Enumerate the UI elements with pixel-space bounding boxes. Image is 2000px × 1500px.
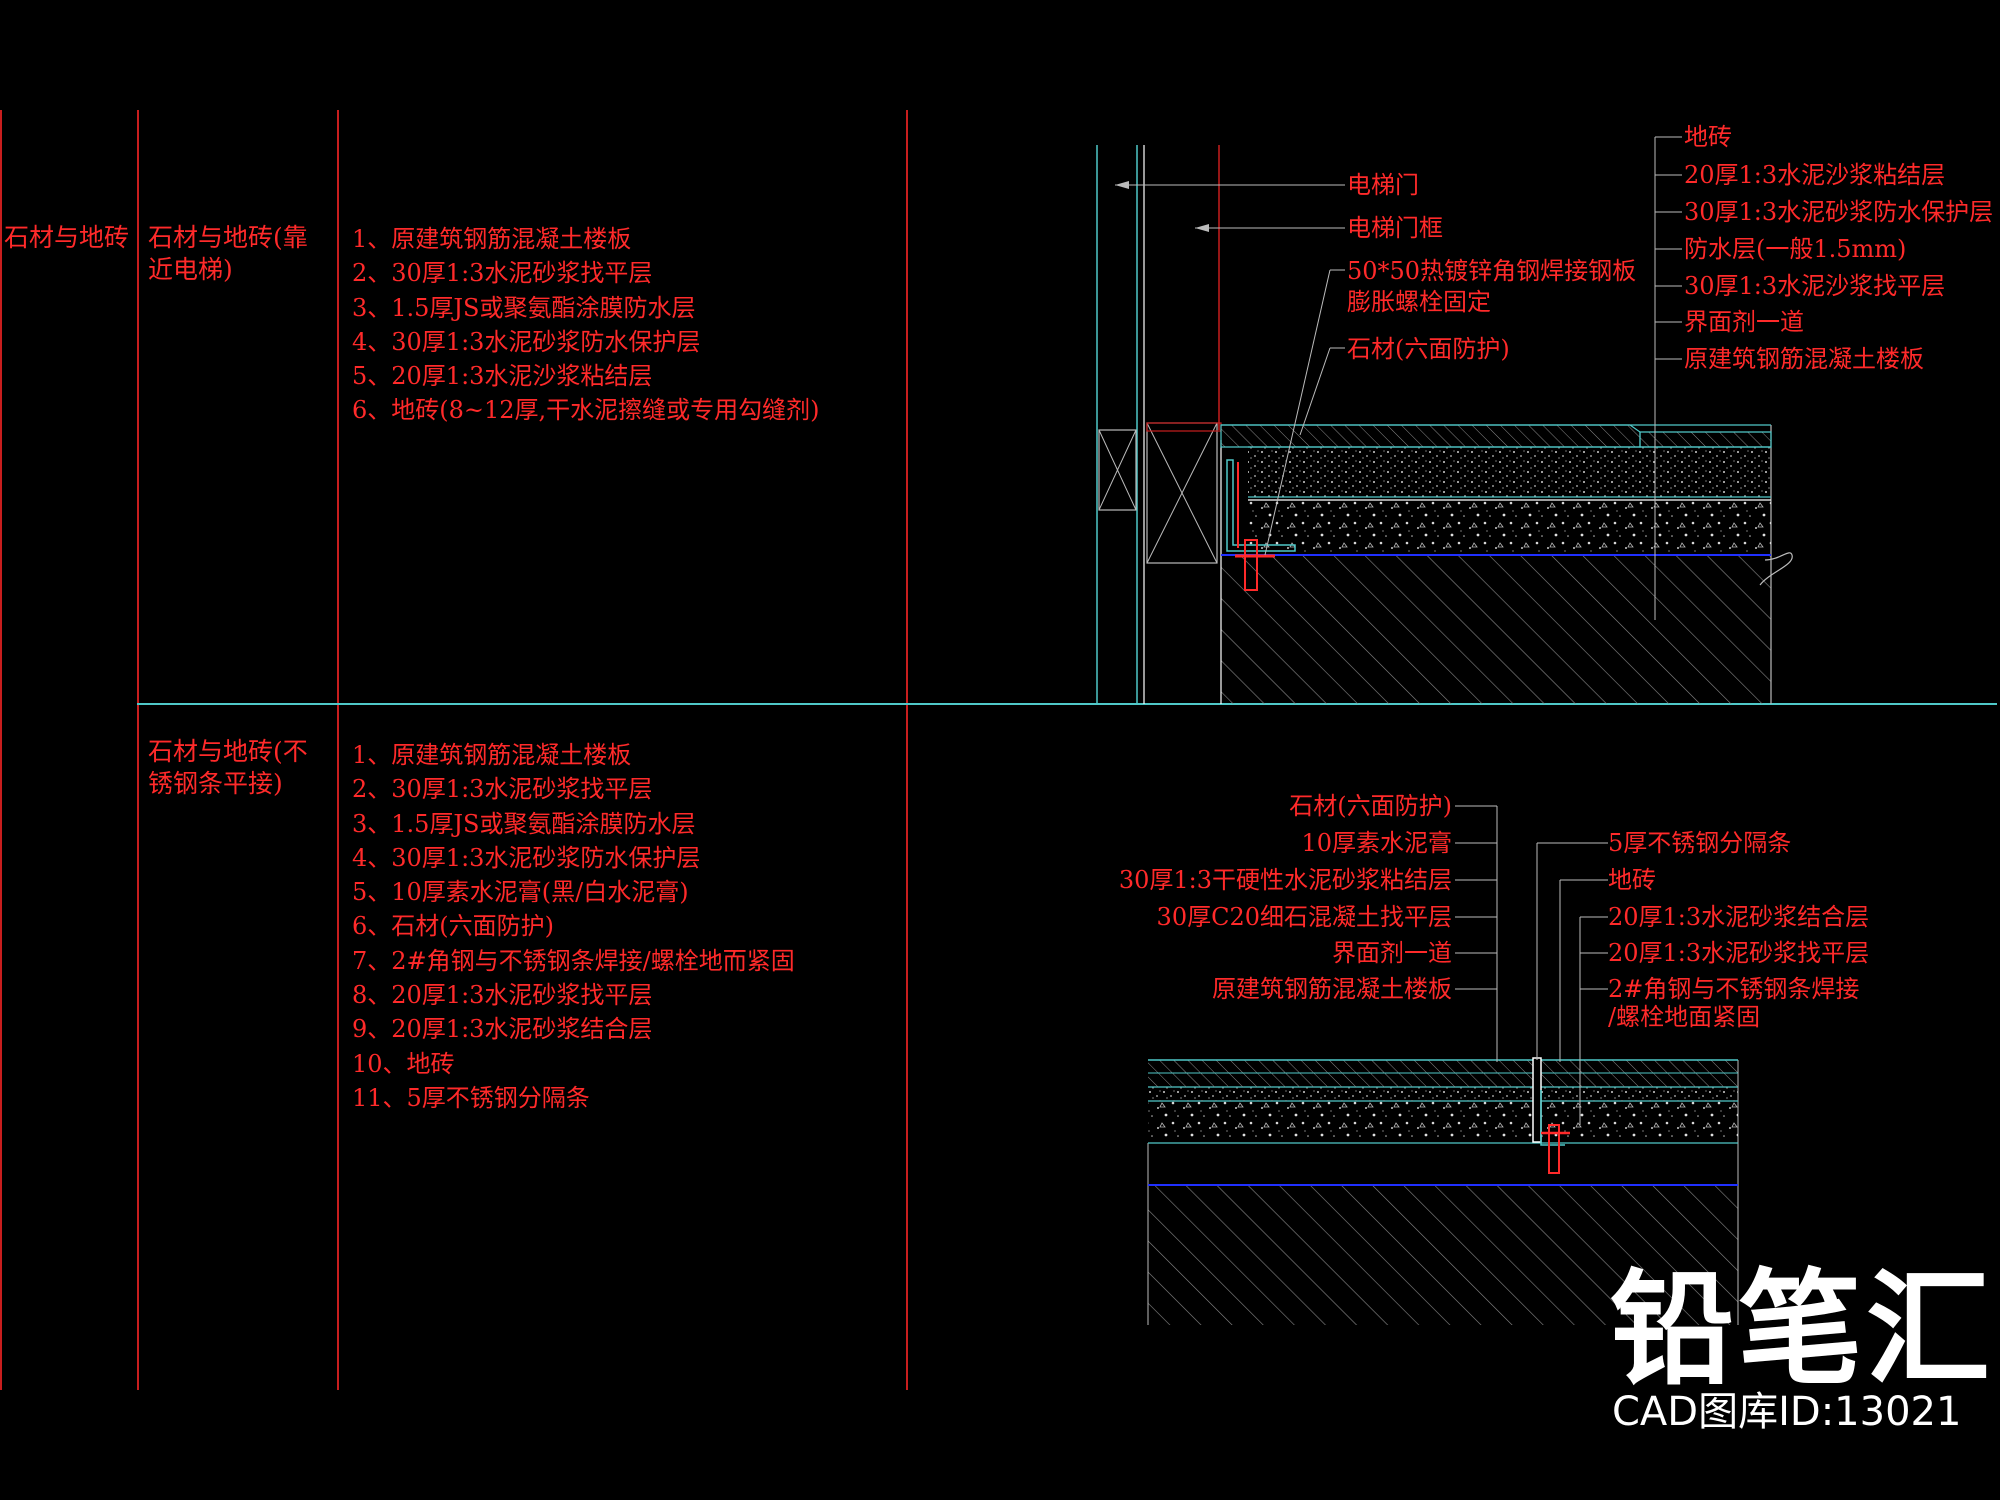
layer-label: 地砖 (1684, 123, 1732, 151)
row2-spec-list: 1、原建筑钢筋混凝土楼板 2、30厚1:3水泥砂浆找平层 3、1.5厚JS或聚氨… (352, 738, 795, 1115)
mortar-layer (1248, 500, 1771, 553)
label-angle-steel: 50*50热镀锌角钢焊接钢板 (1347, 257, 1637, 285)
stone-top (1220, 424, 1641, 448)
table-divider-col2 (337, 110, 339, 1390)
spec-item: 1、原建筑钢筋混凝土楼板 (352, 741, 632, 769)
layer-label: 界面剂一道 (1684, 308, 1804, 336)
label-elevator-door: 电梯门 (1347, 171, 1419, 199)
detail2-drawing (1147, 805, 1739, 1325)
layer-label: 5厚不锈钢分隔条 (1608, 829, 1792, 857)
mortar-layer (1148, 1101, 1738, 1141)
layer-label: 防水层(一般1.5mm) (1684, 235, 1907, 263)
stainless-strip (1532, 1057, 1542, 1143)
angle-steel (1226, 459, 1296, 552)
layer-label: /螺栓地面紧固 (1608, 1003, 1761, 1031)
door-block-cross (1098, 429, 1137, 511)
spec-item: 9、20厚1:3水泥砂浆结合层 (352, 1015, 653, 1044)
layer-label: 30厚1:3干硬性水泥砂浆粘结层 (1118, 866, 1452, 894)
floor-slab (1221, 556, 1771, 704)
expansion-bolt (1244, 539, 1258, 591)
row1-spec-list: 1、原建筑钢筋混凝土楼板 2、30厚1:3水泥砂浆找平层 3、1.5厚JS或聚氨… (352, 222, 820, 428)
tile-top (1639, 431, 1772, 448)
spec-item: 8、20厚1:3水泥砂浆找平层 (352, 981, 653, 1010)
leader-line (1264, 269, 1331, 556)
layer-label: 原建筑钢筋混凝土楼板 (1212, 975, 1452, 1003)
spec-item: 7、2#角钢与不锈钢条焊接/螺栓地而紧固 (352, 946, 795, 975)
expansion-bolt (1548, 1124, 1560, 1174)
bond-layer (1248, 447, 1771, 497)
detail1-drawing (1096, 136, 1793, 704)
spec-item: 1、原建筑钢筋混凝土楼板 (352, 225, 632, 253)
leader-line (1299, 347, 1331, 436)
table-divider-col3 (906, 110, 908, 1390)
label-elevator-frame: 电梯门框 (1347, 214, 1443, 242)
spec-item: 10、地砖 (352, 1049, 455, 1078)
layer-label: 石材(六面防护) (1289, 792, 1452, 820)
layer-label: 10厚素水泥膏 (1301, 829, 1452, 857)
layer-label: 原建筑钢筋混凝土楼板 (1684, 345, 1924, 373)
table-divider-col1 (137, 110, 139, 1390)
frame-top (1146, 422, 1222, 432)
floor-slab (1148, 1185, 1738, 1325)
layer-label: 20厚1:3水泥砂浆结合层 (1608, 903, 1870, 931)
spec-item: 4、30厚1:3水泥砂浆防水保护层 (352, 327, 701, 356)
layer-label: 20厚1:3水泥沙浆粘结层 (1684, 161, 1946, 189)
logo-id: CAD图库ID:13021 (1612, 1389, 1962, 1435)
logo-name: 铅笔汇 (1610, 1258, 1995, 1402)
layer-label: 界面剂一道 (1332, 939, 1452, 967)
spec-item: 5、10厚素水泥膏(黑/白水泥膏) (352, 878, 689, 907)
row2-subcategory: 石材与地砖(不锈钢条平接) (148, 737, 308, 798)
category-label: 石材与地砖 (4, 223, 130, 252)
spec-item: 2、30厚1:3水泥砂浆找平层 (352, 775, 653, 804)
frame-block-cross (1146, 422, 1218, 564)
layer-label: 2#角钢与不锈钢条焊接 (1608, 975, 1860, 1003)
label-expansion-bolt: 膨胀螺栓固定 (1347, 288, 1491, 316)
table-border-left (0, 110, 2, 1390)
layer-label: 地砖 (1608, 866, 1656, 894)
spec-item: 3、1.5厚JS或聚氨酯涂膜防水层 (352, 809, 696, 838)
layer-label: 20厚1:3水泥砂浆找平层 (1608, 939, 1870, 967)
row1-subcategory: 石材与地砖(靠近电梯) (148, 223, 308, 284)
arrow-icon (1195, 224, 1209, 232)
arrow-icon (1115, 181, 1129, 189)
door-block (1098, 429, 1137, 511)
layer-label: 30厚1:3水泥砂浆防水保护层 (1684, 198, 1994, 226)
spec-item: 6、石材(六面防护) (352, 912, 554, 941)
spec-item: 2、30厚1:3水泥砂浆找平层 (352, 259, 653, 288)
spec-item: 4、30厚1:3水泥砂浆防水保护层 (352, 843, 701, 872)
layer-label: 30厚C20细石混凝土找平层 (1156, 903, 1452, 931)
angle-steel (1540, 1090, 1565, 1146)
layer-label: 30厚1:3水泥沙浆找平层 (1684, 272, 1946, 300)
spec-item: 5、20厚1:3水泥沙浆粘结层 (352, 362, 653, 391)
spec-item: 3、1.5厚JS或聚氨酯涂膜防水层 (352, 293, 696, 322)
bond-layer (1148, 1087, 1738, 1101)
label-stone: 石材(六面防护) (1347, 335, 1510, 363)
spec-item: 11、5厚不锈钢分隔条 (352, 1083, 590, 1112)
table-row-divider (137, 703, 1997, 705)
break-line (1759, 552, 1793, 586)
spec-item: 6、地砖(8~12厚,干水泥擦缝或专用勾缝剂) (352, 396, 820, 425)
